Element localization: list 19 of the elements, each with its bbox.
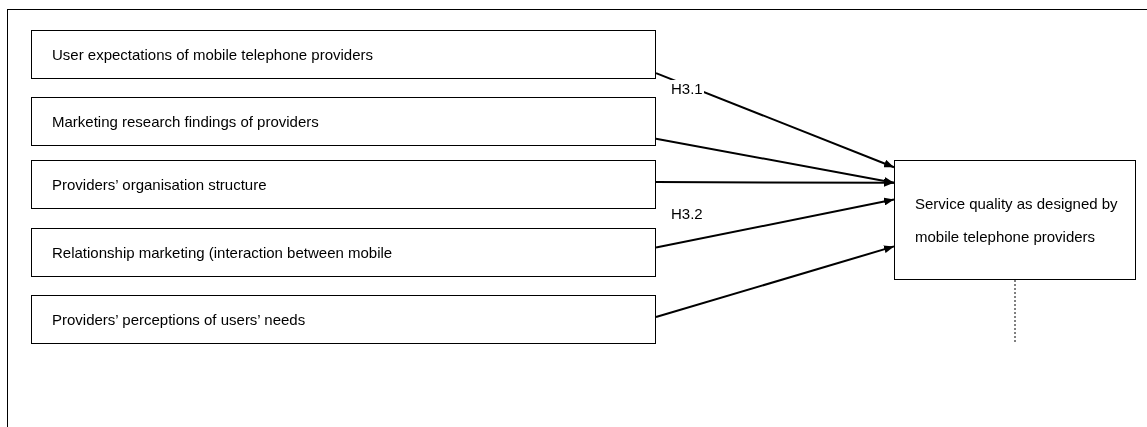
arrow <box>655 245 895 319</box>
box-text: Relationship marketing (interaction between mobile <box>52 243 393 262</box>
arrow <box>655 197 895 249</box>
box-text: Providers’ perceptions of users’ needs <box>52 310 306 329</box>
outcome-box <box>894 160 1136 280</box>
factor-box <box>31 160 656 209</box>
arrow <box>655 137 895 185</box>
factor-box <box>31 295 656 344</box>
arrow <box>655 72 895 169</box>
dotted-line <box>1014 279 1016 343</box>
factor-box <box>31 30 656 79</box>
factor-box <box>31 97 656 146</box>
arrow <box>655 178 895 187</box>
box-text: Providers’ organisation structure <box>52 175 267 194</box>
edge-label: H3.1 <box>670 80 704 97</box>
box-text: Marketing research findings of providers <box>52 112 319 131</box>
box-text: User expectations of mobile telephone providers <box>52 45 373 64</box>
factor-box <box>31 228 656 277</box>
box-text: Service quality as designed by mobile telephone providers <box>915 194 1119 247</box>
